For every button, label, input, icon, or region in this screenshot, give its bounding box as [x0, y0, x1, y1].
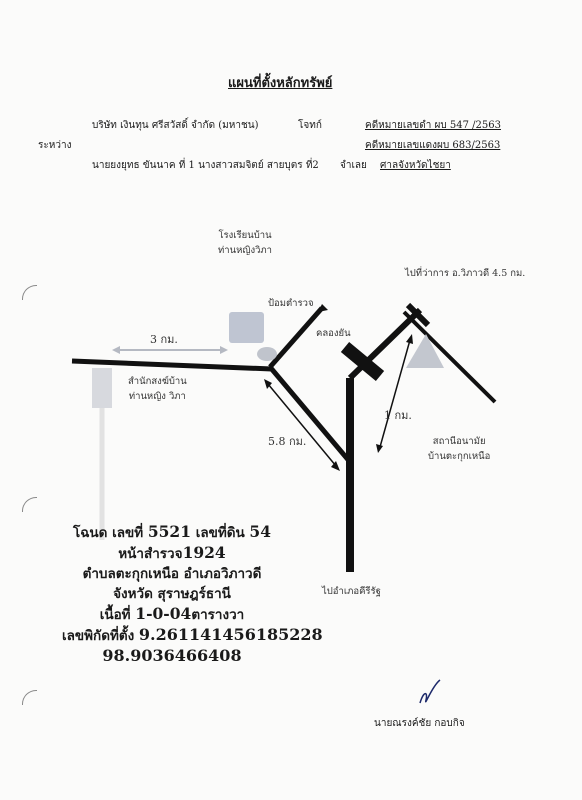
- property-info: โฉนด เลขที่ 5521 เลขที่ดิน 54 หน้าสำรวจ1…: [62, 522, 323, 666]
- road-police: [268, 306, 324, 369]
- signer-name: นายณรงค์ชัย กอบกิจ: [374, 718, 465, 729]
- margin-mark: [22, 497, 37, 512]
- distance-1km-label: 1 กม.: [384, 409, 412, 422]
- police-box-label: ป้อมตำรวจ: [268, 298, 314, 309]
- health-station-icon: [406, 334, 444, 368]
- arrowhead-icon: [264, 379, 272, 389]
- location-line-1: ตำบลตะกุกเหนือ อำเภอวิภาวดี: [82, 566, 262, 582]
- school-label: โรงเรียนบ้าน ท่านหญิงวิภา: [218, 230, 273, 256]
- plaintiff-role: โจทก์: [298, 120, 322, 131]
- defendant-role: จำเลย: [340, 160, 367, 171]
- distance-5-8km-arrow: [267, 383, 337, 467]
- arrowhead-icon: [331, 461, 340, 471]
- road-west: [71, 358, 273, 372]
- deed-line: โฉนด เลขที่ 5521 เลขที่ดิน 54: [72, 522, 271, 541]
- arrowhead-icon: [220, 346, 228, 354]
- to-khiri-rat-label: ไปอำเภอคีรีรัฐ: [322, 586, 381, 597]
- area-line: เนื้อที่ 1-0-04ตารางวา: [99, 604, 245, 623]
- road-diagonal: [268, 365, 352, 464]
- health-station-label: สถานีอนามัย บ้านตะกุกเหนือ: [428, 436, 491, 462]
- police-arrow-icon: [318, 304, 328, 312]
- arrowhead-icon: [112, 346, 120, 354]
- distance-5-8km-label: 5.8 กม.: [268, 435, 307, 448]
- margin-mark: [22, 285, 37, 300]
- court-name: ศาลจังหวัดไชยา: [380, 160, 451, 171]
- longitude-value: 98.9036466408: [102, 646, 242, 665]
- arrowhead-icon: [406, 334, 413, 344]
- distance-3km-label: 3 กม.: [150, 333, 178, 346]
- school-building-icon: [229, 312, 264, 343]
- monastery-label: สำนักสงฆ์บ้าน ท่านหญิง วิภา: [128, 376, 187, 402]
- location-line-2: จังหวัด สุราษฎร์ธานี: [113, 586, 231, 602]
- arrowhead-icon: [376, 444, 383, 453]
- canal-label: คลองยัน: [316, 328, 351, 339]
- district-office-label: ไปที่ว่าการ อ.วิภาวดี 4.5 กม.: [405, 268, 526, 279]
- road-southeast: [402, 310, 497, 404]
- monastery-building-icon: [92, 368, 112, 408]
- black-case-number: คดีหมายเลขดำ ผบ 547 /2563: [365, 120, 501, 131]
- page-title: แผนที่ตั้งหลักทรัพย์: [228, 76, 333, 91]
- road-crossbar: [405, 302, 431, 328]
- plaintiff-name: บริษัท เงินทุน ศรีสวัสดิ์ จำกัด (มหาชน): [92, 120, 259, 131]
- red-case-number: คดีหมายเลขแดงผบ 683/2563: [365, 140, 501, 151]
- coordinate-line: เลขพิกัดที่ตั้ง 9.261141456185228: [62, 625, 323, 644]
- canal-bridge: [340, 341, 385, 382]
- police-box-icon: [257, 347, 277, 361]
- defendants-names: นายยงยุทธ ขันนาค ที่ 1 นางสาวสมจิตย์ สาย…: [92, 160, 319, 171]
- signature-mark: [419, 679, 441, 704]
- survey-line: หน้าสำรวจ1924: [118, 543, 226, 562]
- margin-mark: [22, 690, 37, 705]
- between-label: ระหว่าง: [38, 140, 72, 151]
- distance-1km-arrow: [379, 339, 411, 448]
